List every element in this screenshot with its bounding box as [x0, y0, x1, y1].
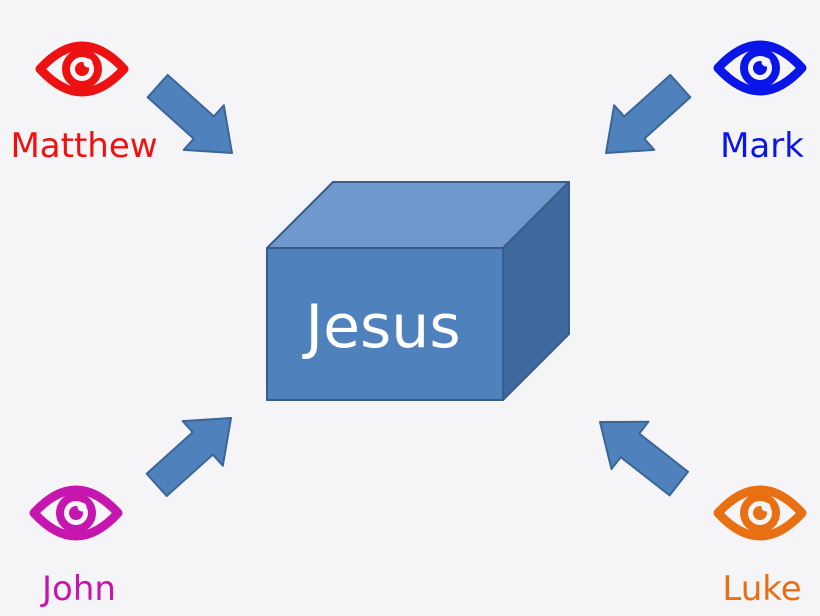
center-cube: Jesus: [266, 181, 570, 401]
eye-icon: [718, 45, 802, 91]
cube-front-face: [266, 247, 504, 401]
witness-label-luke: Luke: [722, 569, 801, 609]
witness-mark: Mark: [718, 45, 804, 166]
witness-label-matthew: Matthew: [10, 126, 157, 166]
witness-label-john: John: [40, 569, 116, 609]
eye-icon: [718, 490, 802, 536]
arrow-john: [135, 394, 253, 509]
witness-label-mark: Mark: [720, 126, 804, 166]
center-label: Jesus: [301, 292, 460, 362]
arrow-luke: [580, 397, 699, 509]
witness-john: John: [34, 490, 118, 609]
witness-matthew: Matthew: [10, 46, 158, 166]
eye-icon: [40, 46, 124, 92]
witness-luke: Luke: [718, 490, 802, 609]
eye-icon: [34, 490, 118, 536]
arrow-mark: [584, 62, 702, 177]
